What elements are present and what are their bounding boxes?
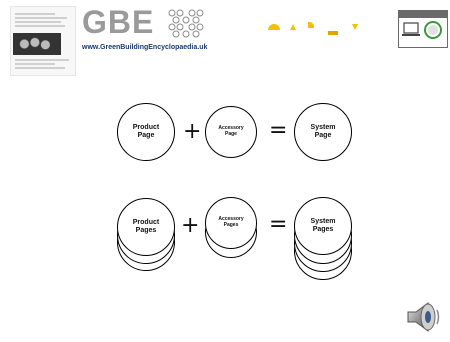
gbe-logo-dots-icon [168,9,204,38]
speaker-icon[interactable] [404,300,442,334]
equals-operator: = [269,212,288,237]
accessory-page-circle: Accessory Page [205,106,257,158]
plus-operator: + [183,119,202,144]
product-page-circle: Product Page [117,103,175,161]
accessory-page-label: Accessory Page [218,125,244,137]
badge-icon [398,10,448,48]
equals-operator: = [269,118,288,143]
accessory-pages-circle: Accessory Pages [205,197,257,249]
colored-shapes-icon [268,21,358,35]
badge-header-bar [399,11,447,18]
accessory-pages-label: Accessory Pages [218,216,244,228]
page-thumbnail-icon [10,6,76,76]
product-pages-label: Product Pages [132,218,160,234]
product-pages-circle: Product Pages [117,198,175,256]
logo-url: www.GreenBuildingEncyclopaedia.uk [82,44,208,51]
laptop-icon [402,22,420,36]
system-page-label: System Page [310,123,336,139]
plus-operator: + [181,213,200,238]
thumbnail-image [13,33,61,55]
system-page-circle: System Page [294,103,352,161]
circle-logo-icon [424,21,442,39]
system-pages-circle: System Pages [294,197,352,255]
product-page-label: Product Page [132,123,160,139]
logo-text: GBE [82,4,155,40]
system-pages-label: System Pages [310,217,336,233]
